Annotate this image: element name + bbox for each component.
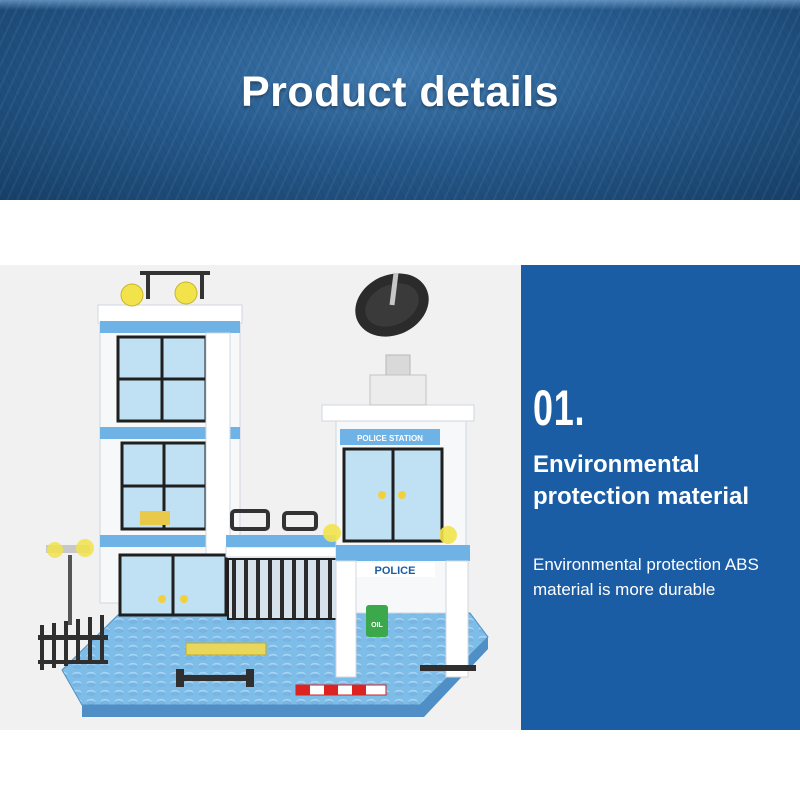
feature-panel: 01. Environmental protection material En… xyxy=(521,265,800,730)
oil-drum-label: OIL xyxy=(371,622,383,629)
police-sign: POLICE xyxy=(375,565,416,577)
police-station-sign: POLICE STATION xyxy=(357,434,423,443)
feature-description: Environmental protection ABS material is… xyxy=(533,555,759,599)
header-banner: Product details xyxy=(0,0,800,200)
product-image: POLICE STATION POLICE OIL xyxy=(0,265,521,730)
feature-title: Environmental protection material xyxy=(533,451,750,510)
banner-title: Product details xyxy=(240,68,560,116)
feature-number: 01. xyxy=(533,380,586,436)
